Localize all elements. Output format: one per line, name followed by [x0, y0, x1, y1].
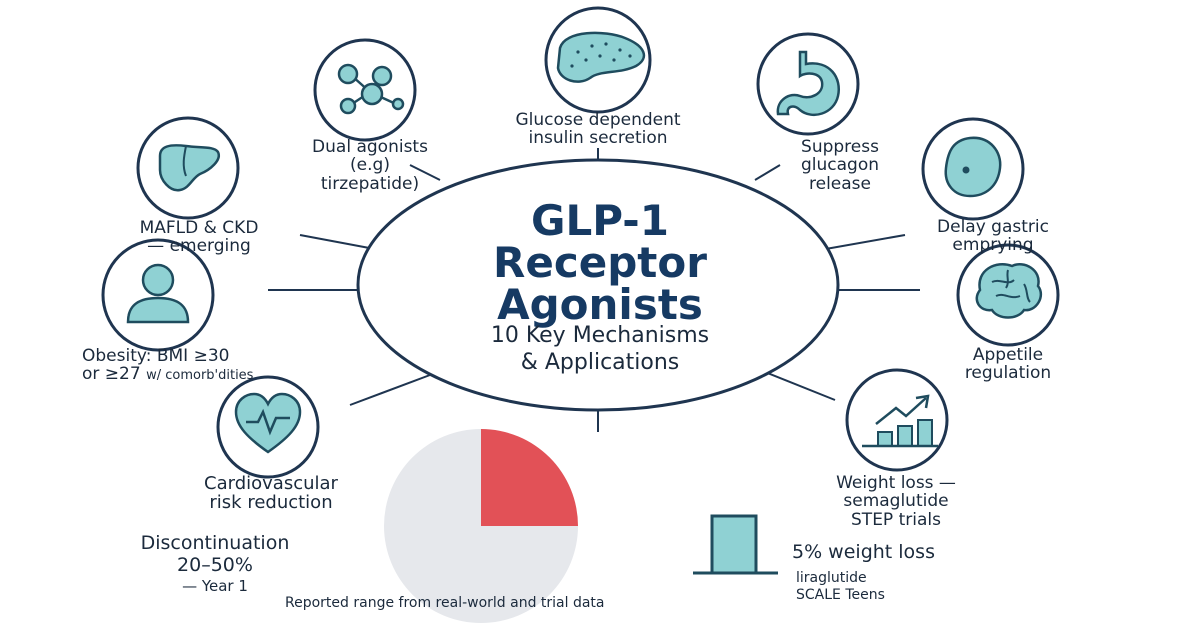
connector-lines [268, 148, 920, 432]
node-appetite-line-1: Appetile [972, 345, 1044, 365]
discontinuation-period: — Year 1 [182, 577, 248, 595]
node-gastric-line-2: emprying [952, 235, 1034, 256]
node-obesity-line-2: or ≥27 w/ comorb'dities [82, 365, 342, 383]
node-glucagon-line-3: release [809, 173, 871, 194]
connector-glucagon [754, 164, 781, 181]
node-appetite-line-2: regulation [964, 363, 1052, 384]
connector-mafld [299, 234, 381, 251]
node-obesity-line-1: Obesity: BMI ≥30 [82, 346, 230, 366]
node-glucagon-badge [756, 32, 860, 136]
node-dual-line-1: Dual agonists [312, 137, 428, 157]
footnote: Reported range from real-world and trial… [285, 595, 605, 611]
node-dual-badge [313, 38, 417, 142]
node-appetite-badge [956, 243, 1060, 347]
pie-slice-1 [481, 429, 578, 526]
node-cardio-line-1: Cardiovascular [204, 473, 338, 494]
node-mafld-label: MAFLD & CKD — emerging [104, 219, 294, 256]
node-obesity-line-2-main: or ≥27 [82, 364, 141, 385]
node-mafld-line-1: MAFLD & CKD [139, 218, 259, 238]
stomach-cell-icon [944, 136, 1002, 198]
node-obesity-badge [101, 238, 215, 352]
node-weightloss-line-2: semaglutide [843, 491, 949, 512]
center-circle [356, 158, 840, 412]
node-weightloss-badge [845, 368, 949, 472]
node-dual-line-2: (e.g) [350, 155, 390, 176]
node-gastric-badge [921, 117, 1025, 221]
node-glucose-line-2: insulin secretion [528, 128, 668, 149]
node-mafld-badge [136, 116, 240, 220]
center-title-line-1: GLP-1 [531, 196, 669, 245]
pancreas-icon [556, 31, 646, 83]
node-dual-line-3: tirzepatide) [320, 173, 420, 194]
node-obesity-line-2-suffix: w/ comorb'dities [146, 368, 254, 384]
pie-slice-2 [384, 429, 578, 623]
center-subtitle: 10 Key Mechanisms & Applications [420, 322, 780, 376]
node-glucagon-label: Suppress glucagon release [760, 138, 920, 193]
center-title-line-3: Agonists [497, 280, 703, 329]
teens-bar-chart [693, 514, 778, 575]
center-title-line-2: Receptor [493, 238, 707, 287]
heart-icon [234, 392, 302, 454]
stomach-icon [776, 50, 840, 116]
brain-icon [975, 263, 1043, 319]
node-gastric-label: Delay gastric emprying [898, 218, 1088, 255]
node-appetite-label: Appetile regulation [948, 346, 1068, 383]
connector-cardio [349, 374, 431, 406]
discontinuation-range: 20–50% [177, 554, 253, 576]
discontinuation-label: Discontinuation [140, 532, 290, 554]
center-subtitle-line-2: & Applications [520, 350, 680, 375]
node-cardio-line-2: risk reduction [209, 492, 333, 514]
molecule-icon [337, 63, 405, 115]
node-mafld-line-2: — emerging [147, 236, 251, 257]
node-obesity-label: Obesity: BMI ≥30 or ≥27 w/ comorb'dities [82, 347, 342, 384]
connector-dual [409, 164, 441, 181]
bar-chart-icon [862, 394, 938, 448]
node-weightloss-line-1: Weight loss — [836, 473, 956, 493]
teens-trial: SCALE Teens [796, 587, 885, 603]
node-glucose-line-1: Glucose dependent [515, 110, 681, 130]
connector-weightloss [759, 369, 836, 401]
node-glucagon-line-2: glucagon [800, 155, 880, 176]
node-glucagon-line-1: Suppress [801, 137, 879, 157]
person-icon [126, 263, 190, 324]
node-weightloss-line-3: STEP trials [851, 509, 941, 530]
teens-drug: liraglutide [796, 570, 867, 586]
teens-bar [710, 514, 758, 575]
teens-headline: 5% weight loss [792, 541, 935, 563]
node-glucose-label: Glucose dependent insulin secretion [468, 111, 728, 148]
node-gastric-line-1: Delay gastric [937, 217, 1049, 237]
connector-gastric [819, 234, 906, 251]
liver-icon [158, 144, 221, 192]
discontinuation-stat: Discontinuation 20–50% — Year 1 [100, 532, 330, 596]
node-dual-label: Dual agonists (e.g) tirzepatide) [286, 138, 454, 193]
discontinuation-pie-chart [384, 429, 578, 623]
node-cardio-label: Cardiovascular risk reduction [156, 474, 386, 513]
node-weightloss-label: Weight loss — semaglutide STEP trials [806, 474, 986, 529]
center-title: GLP-1 Receptor Agonists [440, 200, 760, 326]
node-cardio-badge [216, 375, 320, 479]
node-glucose-badge [544, 6, 652, 114]
center-subtitle-line-1: 10 Key Mechanisms [490, 323, 710, 348]
